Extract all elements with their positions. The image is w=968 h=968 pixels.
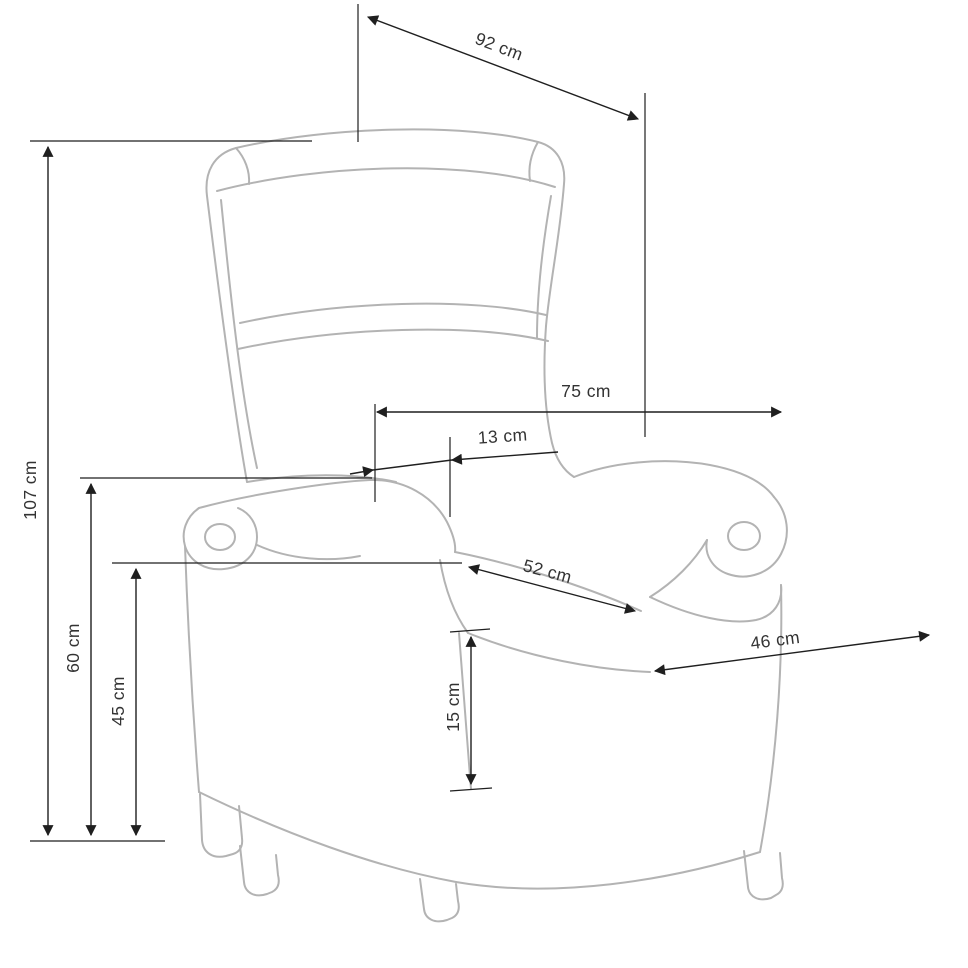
chair-right-arm-base bbox=[649, 584, 783, 623]
chair-right-arm-bottom bbox=[649, 539, 708, 598]
dim-label-panel-height: 15 cm bbox=[443, 682, 463, 732]
chair-foot-right bbox=[743, 850, 784, 901]
chair-right-arm-scroll bbox=[705, 496, 788, 578]
chair-right-arm-scroll-inner bbox=[727, 521, 761, 551]
dim-arrow-armrest-width-right bbox=[450, 451, 559, 465]
chair-foot-left-front bbox=[239, 845, 280, 897]
dim-label-armrest-height: 60 cm bbox=[63, 623, 83, 673]
chair-base-front-left bbox=[198, 791, 457, 883]
dim-line-armrest-width-bridge bbox=[372, 459, 453, 471]
dim-line-seat-depth bbox=[467, 564, 637, 614]
chair-back-seam-upper bbox=[239, 302, 547, 324]
dim-arrow-armrest-width-left bbox=[349, 466, 375, 478]
chair-left-arm-bottom bbox=[256, 544, 361, 561]
chair-left-arm-scroll bbox=[182, 507, 258, 571]
chair-right-side-edge bbox=[759, 584, 783, 853]
chair-right-wing-crease bbox=[536, 195, 552, 339]
chair-left-wing-crease bbox=[220, 199, 258, 469]
chair-left-arm-scroll-inner bbox=[204, 523, 236, 551]
chair-headrest-corner-left bbox=[235, 147, 251, 185]
chair-right-arm-top bbox=[573, 460, 775, 498]
chair-back-outline bbox=[205, 128, 575, 483]
dimension-annotations: 92 cm 107 cm 60 cm 45 cm 75 cm 13 cm 52 … bbox=[20, 4, 931, 842]
dim-label-armrest-width: 13 cm bbox=[477, 424, 528, 447]
chair-headrest-seam bbox=[216, 167, 556, 192]
chair-back-bottom-seam bbox=[246, 474, 397, 483]
dim-label-width: 75 cm bbox=[561, 381, 611, 401]
dim-line-seat-width bbox=[653, 630, 931, 676]
chair-base-front-right bbox=[455, 851, 761, 890]
ext-line-panel-bottom bbox=[449, 787, 493, 792]
chair-left-arm-top bbox=[198, 478, 457, 553]
chair-left-side-edge bbox=[184, 545, 200, 793]
dim-label-seat-width: 46 cm bbox=[749, 627, 801, 653]
chair-headrest-corner-right bbox=[528, 141, 539, 182]
chair-foot-left-rear bbox=[199, 793, 244, 858]
dim-label-total-height: 107 cm bbox=[20, 460, 40, 520]
dim-label-seat-height: 45 cm bbox=[108, 676, 128, 726]
chair-back-seam-lower bbox=[237, 328, 549, 350]
chair-seat-front-face bbox=[439, 559, 469, 634]
dim-line-total-depth bbox=[366, 15, 640, 121]
chair-drawing bbox=[182, 128, 788, 923]
chair-seat-bottom-edge bbox=[467, 632, 651, 673]
ext-line-panel-top bbox=[449, 628, 491, 633]
chair-foot-front bbox=[419, 878, 460, 923]
